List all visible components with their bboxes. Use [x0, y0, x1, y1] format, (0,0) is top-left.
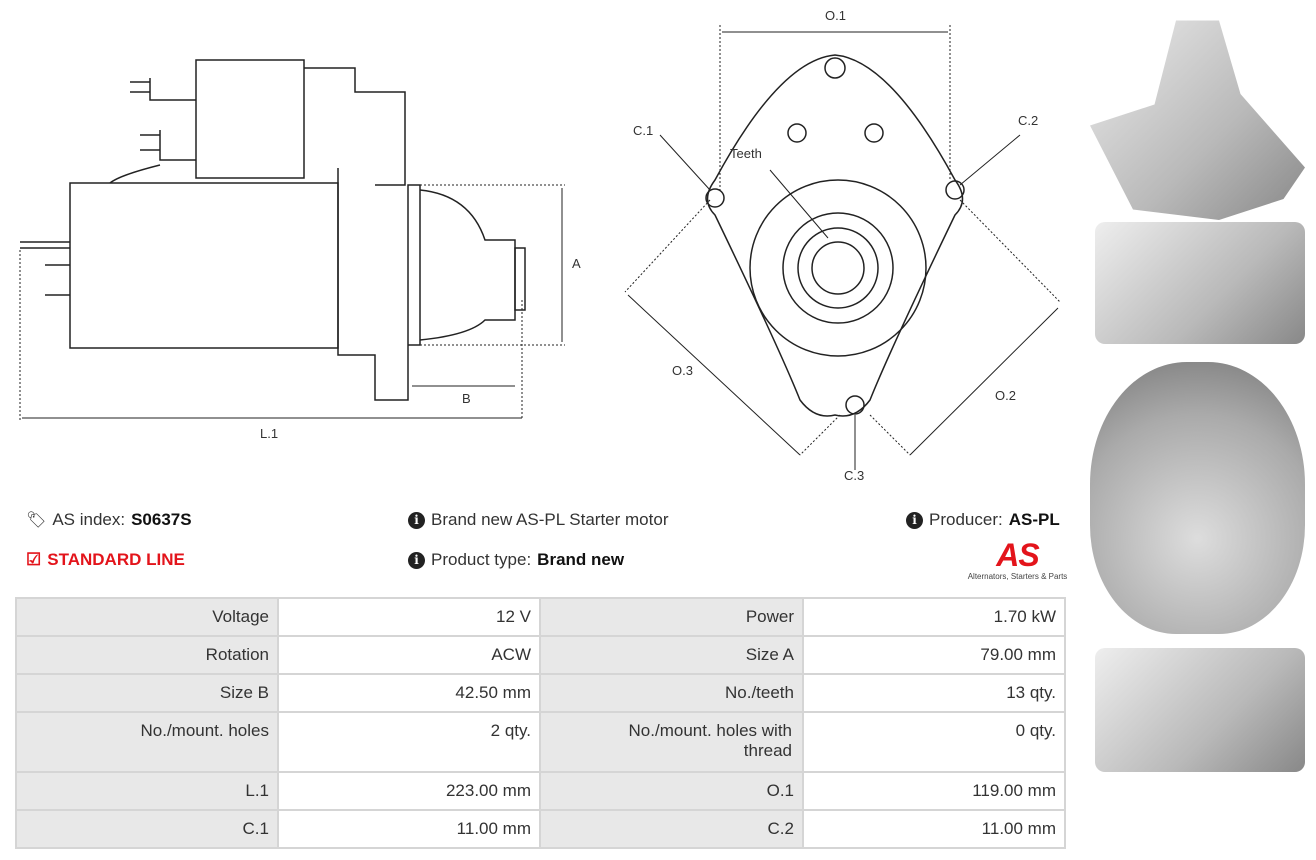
spec-label: Size A: [539, 635, 804, 675]
spec-label: O.1: [539, 771, 804, 811]
info-icon: i: [408, 551, 425, 569]
as-index-value: S0637S: [131, 510, 192, 529]
spec-value: 11.00 mm: [277, 809, 541, 849]
spec-value: 223.00 mm: [277, 771, 541, 811]
check-square-icon: ☑: [26, 550, 42, 569]
standard-line: ☑STANDARD LINE: [26, 550, 185, 569]
spec-value: 2 qty.: [277, 711, 541, 773]
tags-icon: 🏷: [26, 512, 47, 529]
label-a: A: [572, 256, 581, 271]
spec-value: 1.70 kW: [802, 597, 1066, 637]
spec-value: 0 qty.: [802, 711, 1066, 773]
product-photo-front[interactable]: [1090, 20, 1305, 220]
side-view-diagram: A B L.1: [19, 59, 581, 441]
label-o3: O.3: [672, 363, 693, 378]
spec-label: C.1: [15, 809, 279, 849]
as-pl-logo: AS Alternators, Starters & Parts: [967, 537, 1068, 581]
label-c1: C.1: [633, 123, 653, 138]
spec-value: 13 qty.: [802, 673, 1066, 713]
spec-value: ACW: [277, 635, 541, 675]
as-index: 🏷 AS index:S0637S: [26, 510, 192, 529]
front-view-diagram: O.1 C.1 C.2 Teeth O.3 O.2 C.3: [624, 8, 1061, 483]
product-photo-angle[interactable]: [1095, 648, 1305, 772]
spec-value: 119.00 mm: [802, 771, 1066, 811]
label-o2: O.2: [995, 388, 1016, 403]
spec-value: 12 V: [277, 597, 541, 637]
label-c2: C.2: [1018, 113, 1038, 128]
spec-value: 11.00 mm: [802, 809, 1066, 849]
label-l1: L.1: [260, 426, 278, 441]
info-icon: i: [408, 511, 425, 529]
spec-label: C.2: [539, 809, 804, 849]
spec-label: L.1: [15, 771, 279, 811]
label-c3: C.3: [844, 468, 864, 483]
product-photo-rear[interactable]: [1090, 362, 1305, 634]
info-icon: i: [906, 511, 923, 529]
label-teeth: Teeth: [730, 146, 762, 161]
spec-label: No./mount. holes with thread: [539, 711, 804, 773]
spec-value: 79.00 mm: [802, 635, 1066, 675]
product-photo-side[interactable]: [1095, 222, 1305, 344]
spec-label: No./mount. holes: [15, 711, 279, 773]
spec-label: Size B: [15, 673, 279, 713]
spec-label: Voltage: [15, 597, 279, 637]
spec-label: Power: [539, 597, 804, 637]
label-o1: O.1: [825, 8, 846, 23]
spec-label: No./teeth: [539, 673, 804, 713]
label-b: B: [462, 391, 471, 406]
spec-label: Rotation: [15, 635, 279, 675]
spec-value: 42.50 mm: [277, 673, 541, 713]
